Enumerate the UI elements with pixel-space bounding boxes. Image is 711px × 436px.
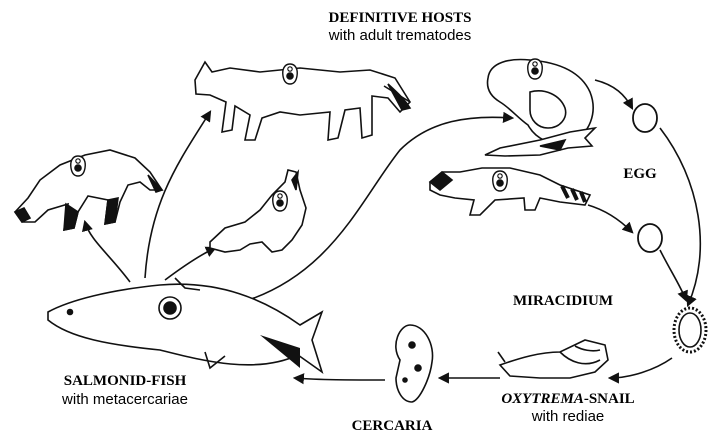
label-snail-sub: with rediae xyxy=(531,408,605,425)
label-miracidium: MIRACIDIUM xyxy=(513,293,613,309)
arrow-fish-to-fox xyxy=(85,222,130,282)
arrow-raccoon-to-egg xyxy=(588,205,632,232)
arrow-miracidium-to-snail xyxy=(610,358,672,378)
label-fish: SALMONID-FISH xyxy=(64,373,187,389)
raccoon-icon xyxy=(430,168,590,215)
arrow-egg2-to-miracidium xyxy=(660,250,686,300)
label-snail-genus: OXYTREMA xyxy=(501,391,584,407)
salmon-icon xyxy=(48,278,322,372)
arrow-egg-to-miracidium xyxy=(660,128,700,305)
snail-icon xyxy=(498,340,608,378)
label-cercaria: CERCARIA xyxy=(352,418,433,434)
egg-icon xyxy=(638,224,662,252)
coyote-icon xyxy=(195,62,410,140)
fox-icon xyxy=(15,150,162,230)
bear-icon xyxy=(485,59,595,156)
arrow-fish-to-dog xyxy=(165,248,215,280)
label-definitive-hosts-sub: with adult trematodes xyxy=(328,27,472,44)
arrow-cercaria-to-fish xyxy=(295,378,385,380)
cercaria-icon xyxy=(396,325,433,402)
label-snail: OXYTREMA-SNAIL xyxy=(501,391,634,407)
label-egg: EGG xyxy=(623,166,657,182)
label-snail-suffix: -SNAIL xyxy=(584,391,635,407)
arrow-bear-to-egg xyxy=(595,80,632,108)
label-fish-sub: with metacercariae xyxy=(61,391,188,408)
arrow-fish-to-coyote xyxy=(145,112,210,278)
dog-icon xyxy=(210,170,306,252)
egg-icon xyxy=(633,104,657,132)
label-definitive-hosts: DEFINITIVE HOSTS xyxy=(329,10,472,26)
miracidium-icon xyxy=(674,308,706,352)
